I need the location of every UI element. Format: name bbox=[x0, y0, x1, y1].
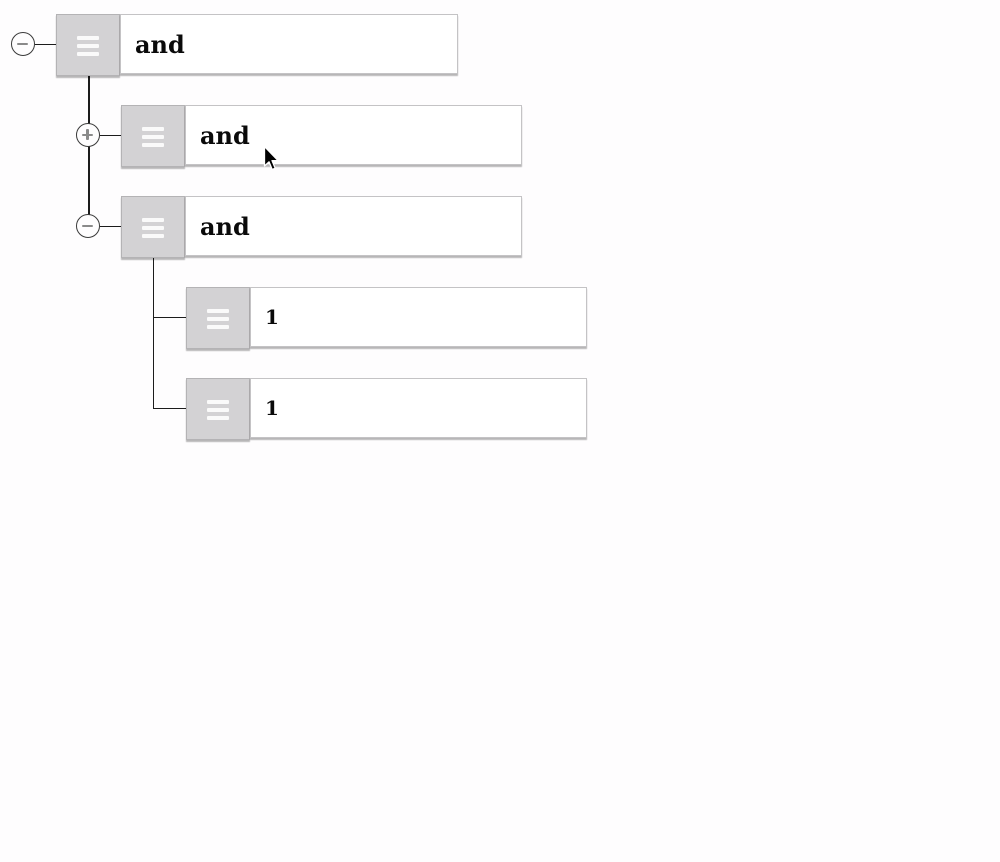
tree-node-leaf-1: 1 bbox=[186, 287, 587, 349]
expand-toggle-icon[interactable] bbox=[76, 123, 100, 147]
drag-handle-icon[interactable] bbox=[186, 378, 250, 440]
mouse-cursor-icon bbox=[263, 145, 279, 171]
operator-label: and bbox=[200, 120, 250, 150]
connector-child2-stub bbox=[100, 225, 121, 227]
drag-handle-icon[interactable] bbox=[121, 105, 185, 167]
value-field[interactable]: 1 bbox=[250, 378, 587, 438]
drag-handle-icon[interactable] bbox=[121, 196, 185, 258]
connector-leaf2-branch bbox=[152, 407, 186, 409]
connector-root-trunk bbox=[88, 75, 90, 226]
connector-root-stub bbox=[35, 43, 56, 45]
operator-label: and bbox=[135, 29, 185, 59]
tree-node-leaf-2: 1 bbox=[186, 378, 587, 440]
operator-label: and bbox=[200, 211, 250, 241]
operator-field[interactable]: and bbox=[185, 105, 522, 165]
value-field[interactable]: 1 bbox=[250, 287, 587, 347]
value-label: 1 bbox=[265, 396, 279, 420]
drag-handle-icon[interactable] bbox=[56, 14, 120, 76]
value-label: 1 bbox=[265, 305, 279, 329]
connector-leaf1-branch bbox=[152, 316, 186, 318]
tree-node-root: and bbox=[56, 14, 458, 76]
operator-field[interactable]: and bbox=[185, 196, 522, 256]
connector-child2-trunk bbox=[152, 257, 154, 409]
collapse-toggle-icon[interactable] bbox=[11, 32, 35, 56]
tree-node-child-1: and bbox=[121, 105, 522, 167]
connector-child1-stub bbox=[100, 134, 121, 136]
operator-field[interactable]: and bbox=[120, 14, 458, 74]
drag-handle-icon[interactable] bbox=[186, 287, 250, 349]
tree-node-child-2: and bbox=[121, 196, 522, 258]
collapse-toggle-icon[interactable] bbox=[76, 214, 100, 238]
